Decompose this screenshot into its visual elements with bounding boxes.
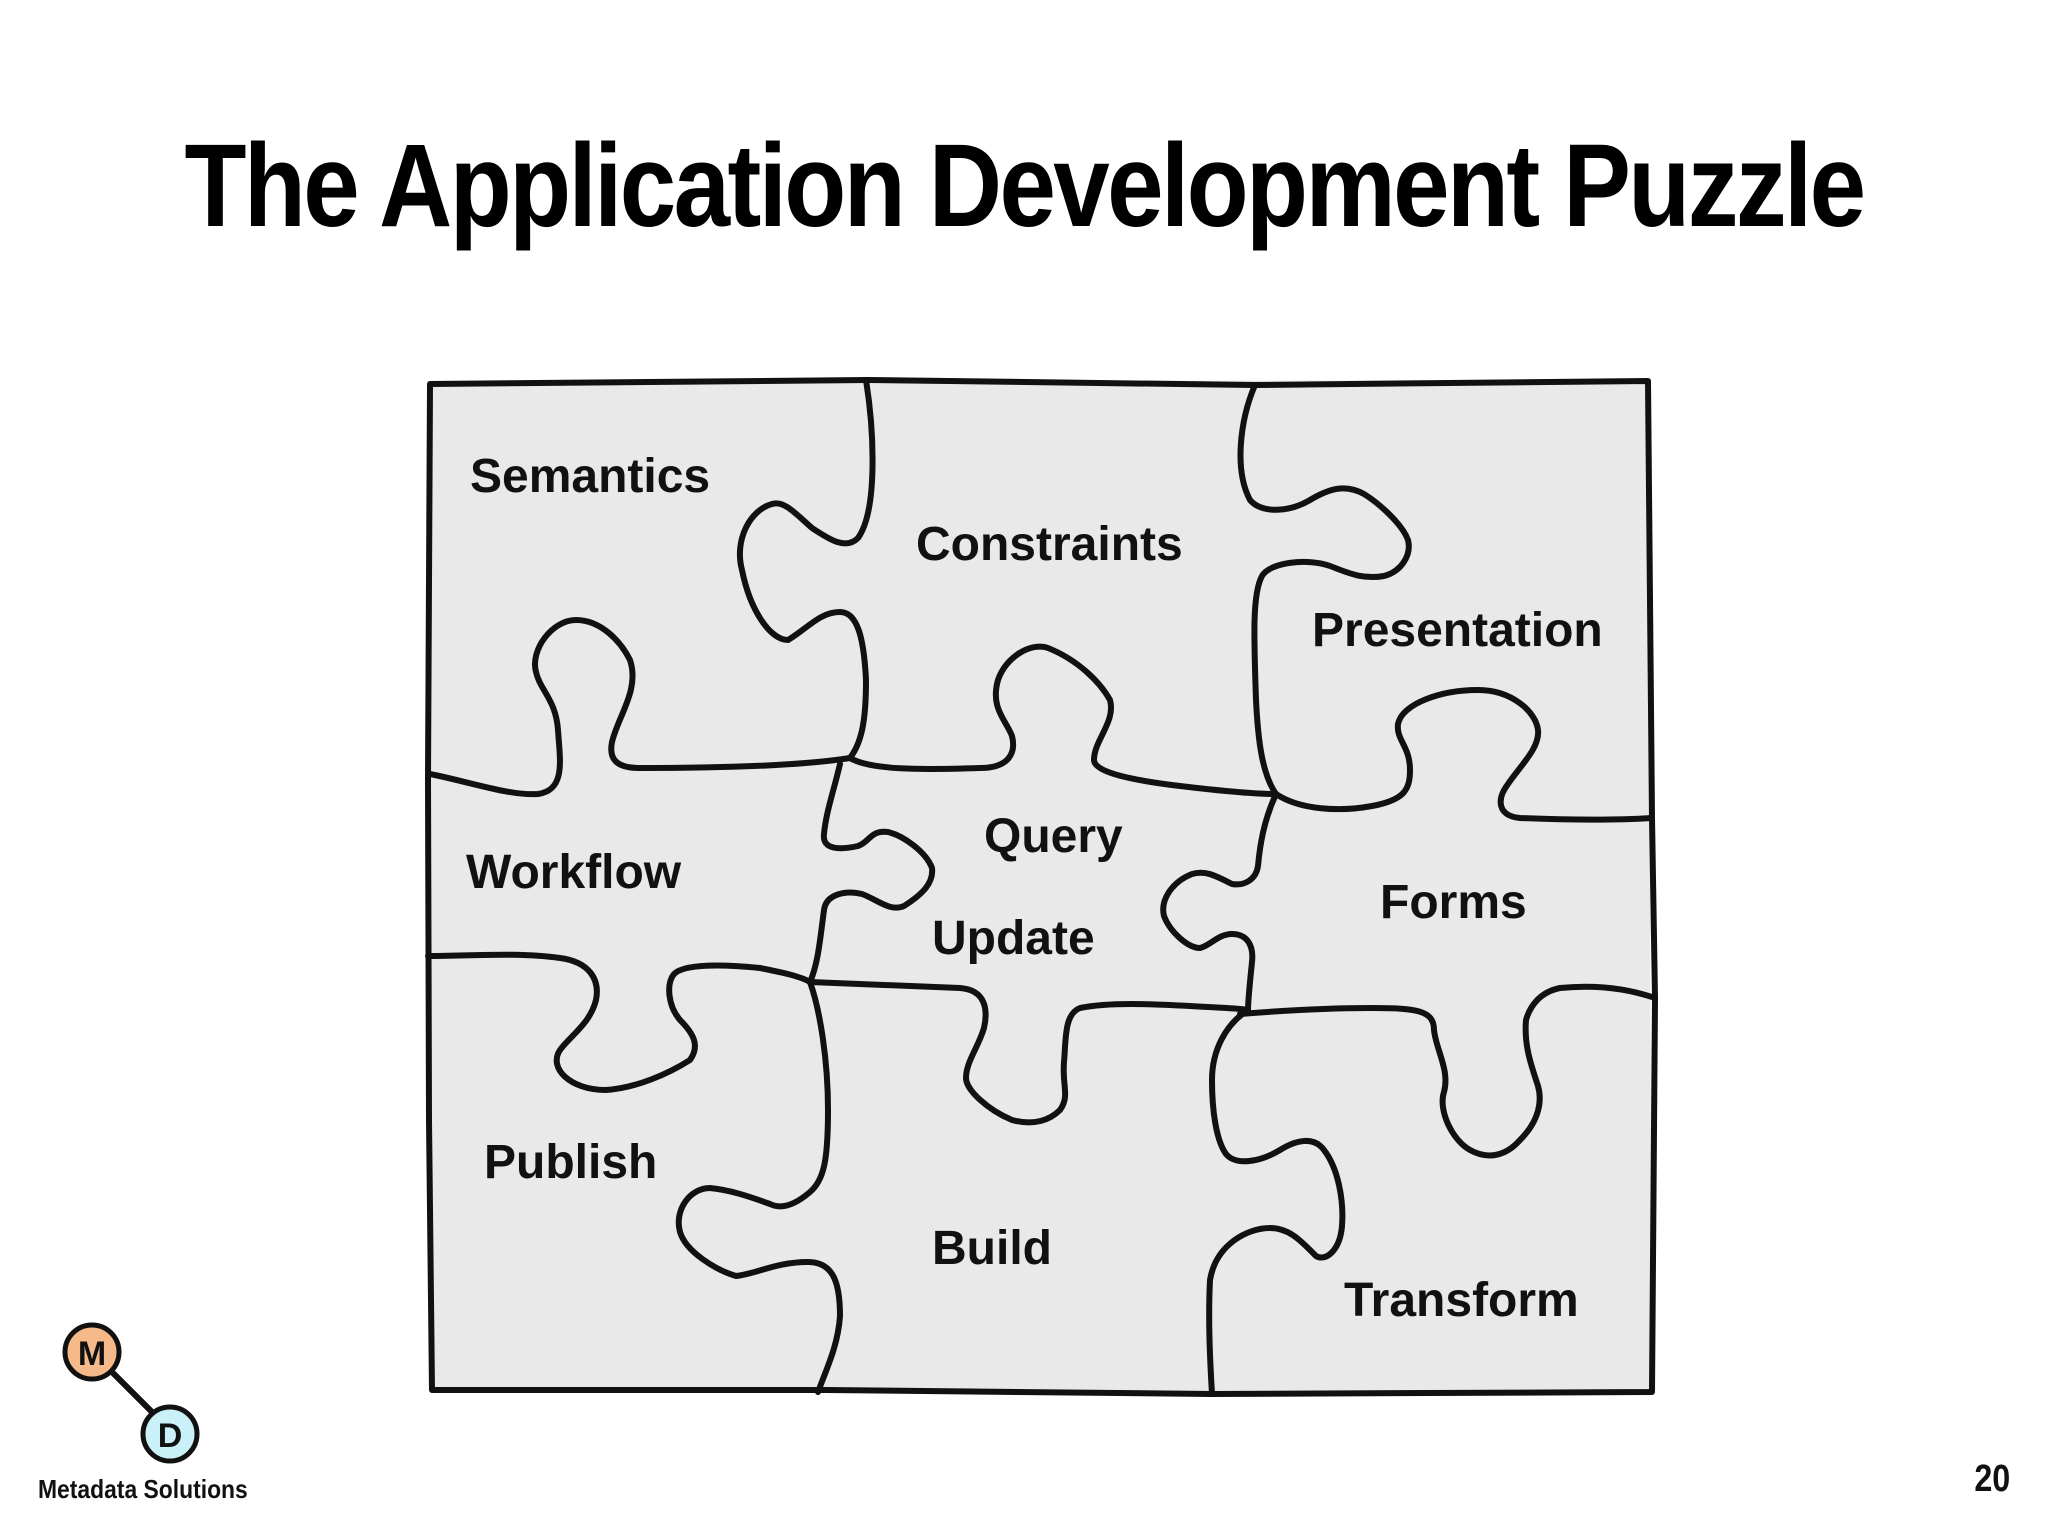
piece-label-forms: Forms	[1380, 876, 1527, 929]
seam-constraints-query	[847, 643, 1279, 797]
logo-d-circle	[140, 1404, 200, 1464]
logo-m-letter: M	[78, 1335, 106, 1373]
seam-query-forms	[1160, 791, 1279, 1013]
piece-label-update: Update	[932, 912, 1095, 965]
slide-title: The Application Development Puzzle	[184, 120, 1866, 252]
piece-label-query: Query	[984, 810, 1123, 863]
seam-workflow-publish	[425, 951, 813, 1093]
metadata-solutions-logo: M D	[62, 1322, 200, 1464]
seam-publish-build	[675, 979, 843, 1395]
seam-build-transform	[1206, 1007, 1346, 1397]
logo-m-circle	[62, 1322, 122, 1382]
puzzle-board	[430, 380, 1652, 1392]
seam-semantics-constraints	[736, 377, 876, 761]
piece-label-publish: Publish	[484, 1136, 657, 1189]
piece-label-constraints: Constraints	[916, 518, 1183, 571]
seam-workflow-query	[807, 761, 936, 985]
seam-presentation-forms	[1273, 687, 1655, 823]
seam-constraints-presentation	[1237, 382, 1412, 797]
piece-label-build: Build	[932, 1222, 1052, 1275]
piece-label-transform: Transform	[1344, 1274, 1579, 1327]
piece-label-presentation: Presentation	[1312, 604, 1603, 657]
seam-semantics-workflow	[427, 617, 853, 798]
logo-d-letter: D	[158, 1417, 183, 1455]
piece-label-semantics: Semantics	[470, 450, 710, 503]
seam-forms-transform	[1237, 983, 1658, 1159]
company-name: Metadata Solutions	[38, 1474, 248, 1504]
seam-query-build	[807, 979, 1251, 1126]
page-number: 20	[1974, 1458, 2010, 1500]
piece-label-workflow: Workflow	[466, 846, 682, 899]
logo-connector	[105, 1365, 161, 1421]
